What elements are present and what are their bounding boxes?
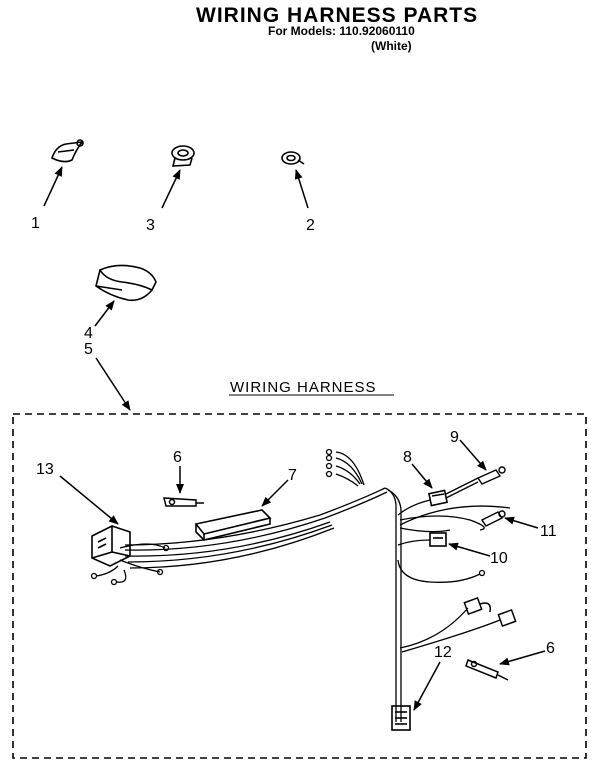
shield-icon (95, 264, 157, 302)
callout-3: 3 (146, 217, 155, 234)
callout-arrow-5 (95, 357, 131, 411)
callout-arrow-8 (411, 463, 433, 489)
callout-arrow-7 (261, 479, 289, 507)
section-label: WIRING HARNESS (230, 379, 377, 396)
color-line: (White) (371, 39, 412, 53)
harness-enclosure (12, 413, 587, 759)
callout-arrow-12 (413, 661, 441, 711)
callout-arrow-3 (161, 169, 181, 209)
callout-arrow-2 (294, 169, 309, 209)
terminal-icon (480, 510, 506, 527)
tie-icon (171, 145, 195, 167)
plug-connector-icon (91, 525, 131, 567)
terminal-icon (465, 659, 509, 681)
callout-13: 13 (36, 461, 54, 478)
connector-icon (463, 597, 517, 627)
callout-2: 2 (306, 217, 315, 234)
callout-12: 12 (434, 644, 452, 661)
terminal-icon (476, 466, 506, 485)
callout-arrow-13 (59, 475, 119, 525)
connector-icon (429, 532, 447, 547)
callout-6a: 6 (173, 449, 182, 466)
callout-7: 7 (288, 467, 297, 484)
callout-arrow-10 (448, 542, 491, 557)
callout-arrow-4 (94, 300, 115, 327)
sleeve-icon (194, 509, 272, 541)
callout-11: 11 (540, 523, 557, 540)
wiring-harness-icon (90, 448, 511, 722)
callout-arrow-11 (504, 516, 539, 529)
page-title: WIRING HARNESS PARTS (196, 4, 479, 27)
callout-10: 10 (490, 550, 508, 567)
callout-arrow-1 (43, 166, 63, 207)
callout-4: 4 (84, 325, 93, 342)
callout-arrow-9 (459, 439, 487, 471)
models-line: For Models: 110.92060110 (268, 24, 415, 38)
callout-5: 5 (84, 341, 93, 358)
callout-arrow-6b (499, 650, 546, 666)
connector-block-icon (391, 705, 411, 731)
terminal-icon (163, 497, 204, 507)
grommet-icon (281, 151, 305, 165)
callout-8: 8 (403, 449, 412, 466)
callout-1: 1 (31, 215, 40, 232)
callout-6b: 6 (546, 640, 555, 657)
clip-icon (51, 139, 84, 163)
connector-icon (427, 489, 449, 507)
callout-9: 9 (450, 429, 459, 446)
